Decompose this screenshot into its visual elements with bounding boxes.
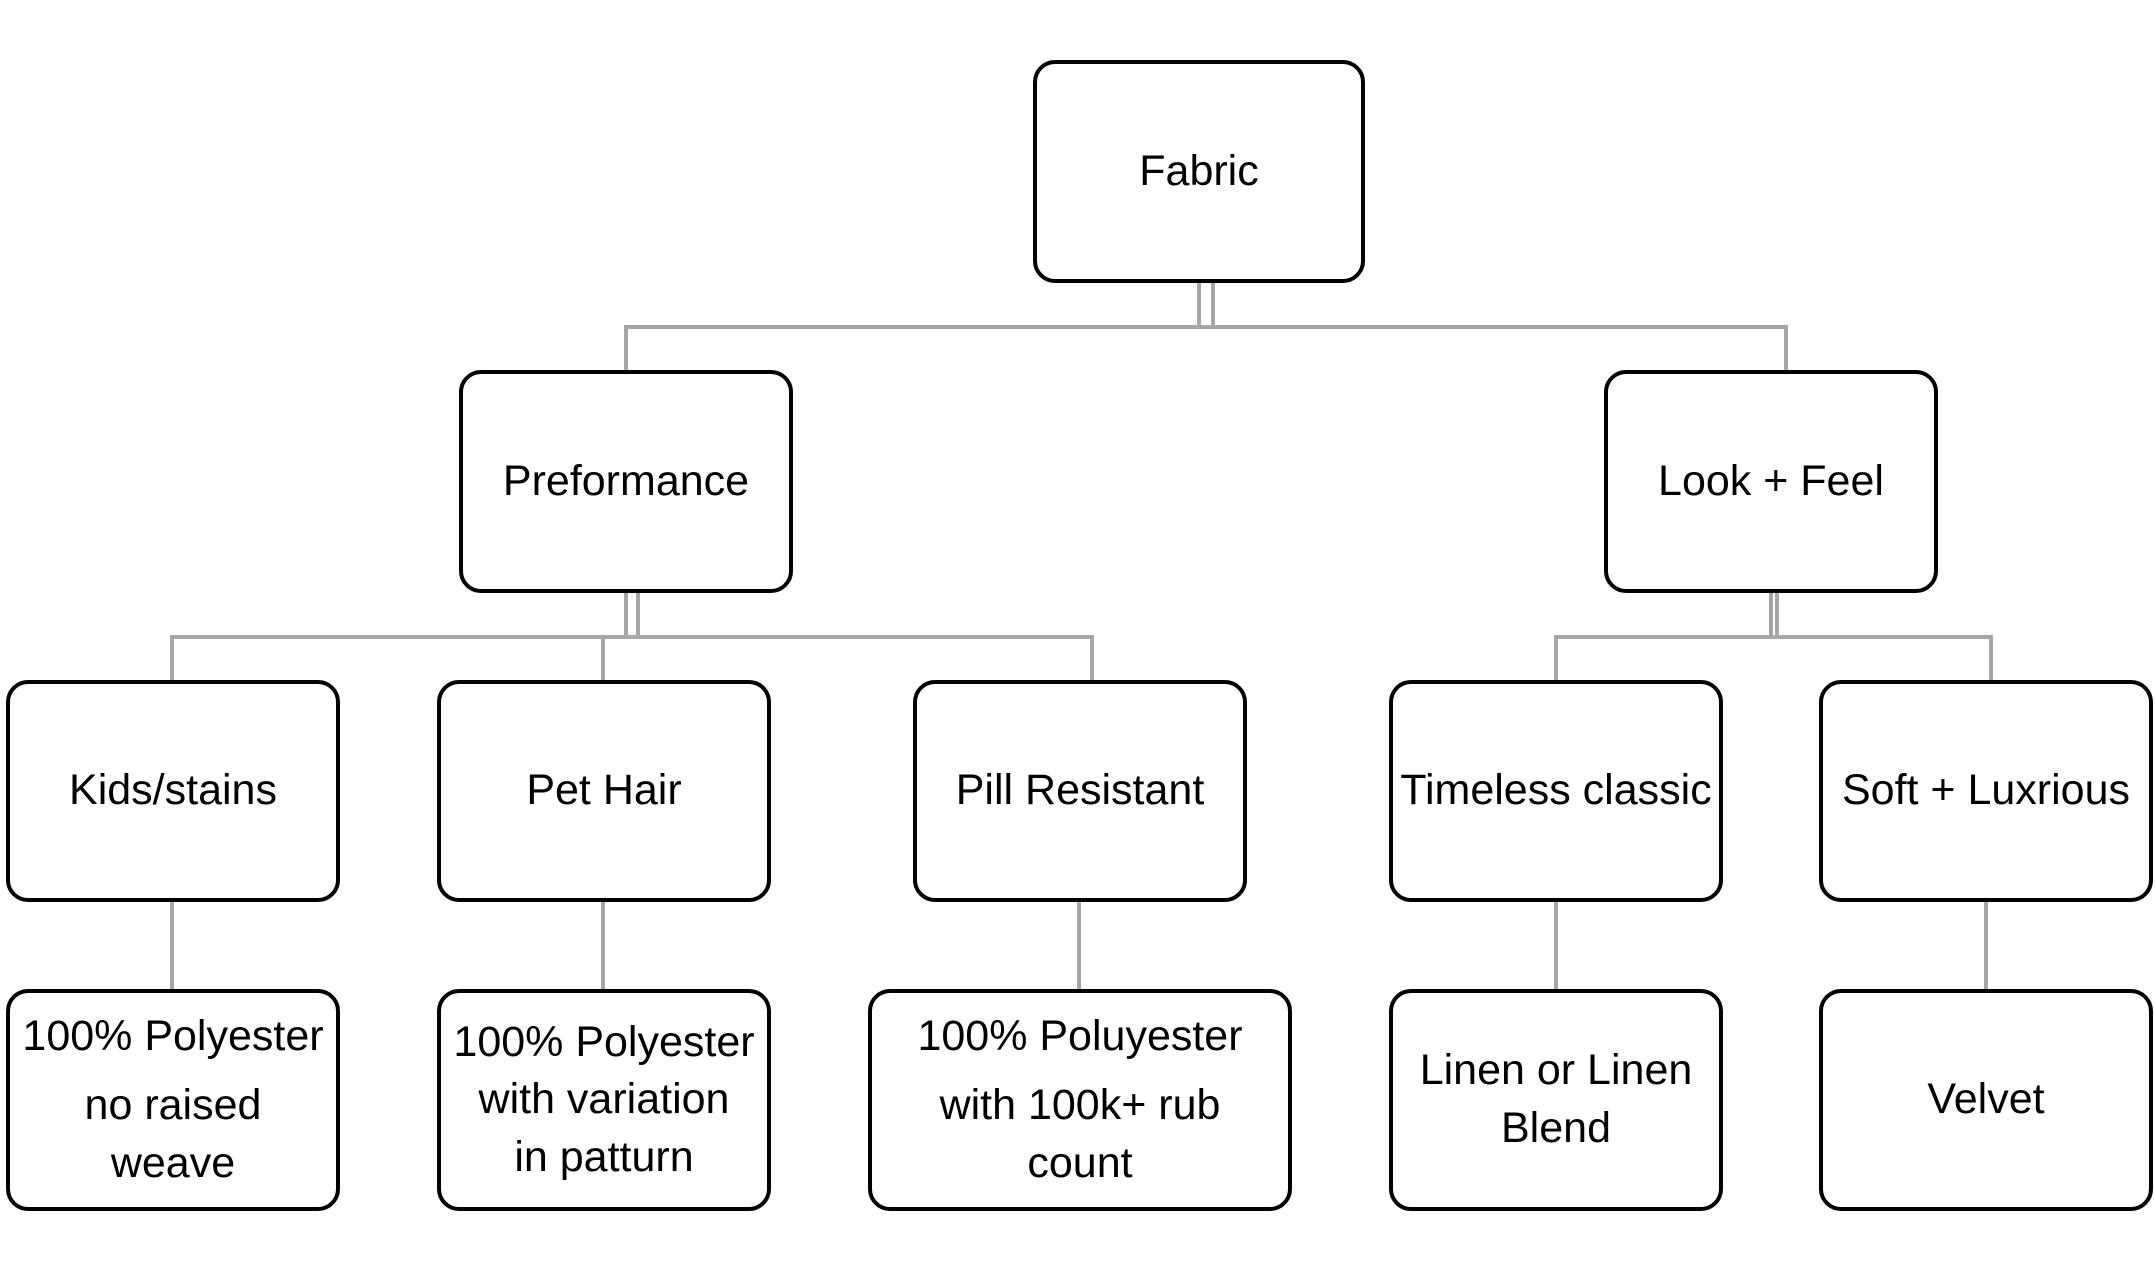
node-kids-recommendation: 100% Polyester no raised weave	[6, 989, 340, 1211]
node-soft-luxrious: Soft + Luxrious	[1819, 680, 2153, 902]
pet-recommendation-line: with variation	[478, 1075, 730, 1124]
node-fabric: Fabric	[1033, 60, 1365, 283]
node-performance: Preformance	[459, 370, 793, 593]
pet-recommendation-line: 100% Polyester	[453, 1017, 755, 1066]
timeless-recommendation-line: Blend	[1501, 1104, 1611, 1152]
node-timeless-classic: Timeless classic	[1389, 680, 1723, 902]
pill-recommendation-line: 100% Poluyester	[917, 1011, 1243, 1060]
node-pet-hair: Pet Hair	[437, 680, 771, 902]
node-pill-resistant-label: Pill Resistant	[955, 766, 1205, 815]
soft-recommendation-line: Velvet	[1927, 1075, 2045, 1124]
node-soft-recommendation: Velvet	[1819, 989, 2153, 1211]
kids-recommendation-line: no raised	[84, 1081, 262, 1130]
node-fabric-label: Fabric	[1139, 146, 1259, 195]
pet-recommendation-line: in patturn	[514, 1132, 694, 1181]
pill-recommendation-line: count	[1027, 1138, 1133, 1187]
node-timeless-classic-label: Timeless classic	[1400, 766, 1712, 815]
node-performance-label: Preformance	[502, 456, 750, 505]
node-kids-stains-label: Kids/stains	[69, 766, 277, 815]
timeless-recommendation-line: Linen or Linen	[1419, 1046, 1693, 1095]
kids-recommendation-line: weave	[110, 1138, 236, 1187]
node-kids-stains: Kids/stains	[6, 680, 340, 902]
node-timeless-recommendation: Linen or Linen Blend	[1389, 989, 1723, 1211]
node-pill-recommendation: 100% Poluyester with 100k+ rub count	[868, 989, 1292, 1211]
node-look-feel-label: Look + Feel	[1658, 456, 1884, 505]
node-look-feel: Look + Feel	[1604, 370, 1938, 593]
kids-recommendation-line: 100% Polyester	[22, 1011, 324, 1060]
node-pet-hair-label: Pet Hair	[526, 766, 682, 815]
pill-recommendation-line: with 100k+ rub	[939, 1081, 1221, 1130]
node-pill-resistant: Pill Resistant	[913, 680, 1247, 902]
node-pet-recommendation: 100% Polyester with variation in patturn	[437, 989, 771, 1211]
node-soft-luxrious-label: Soft + Luxrious	[1841, 766, 2131, 815]
